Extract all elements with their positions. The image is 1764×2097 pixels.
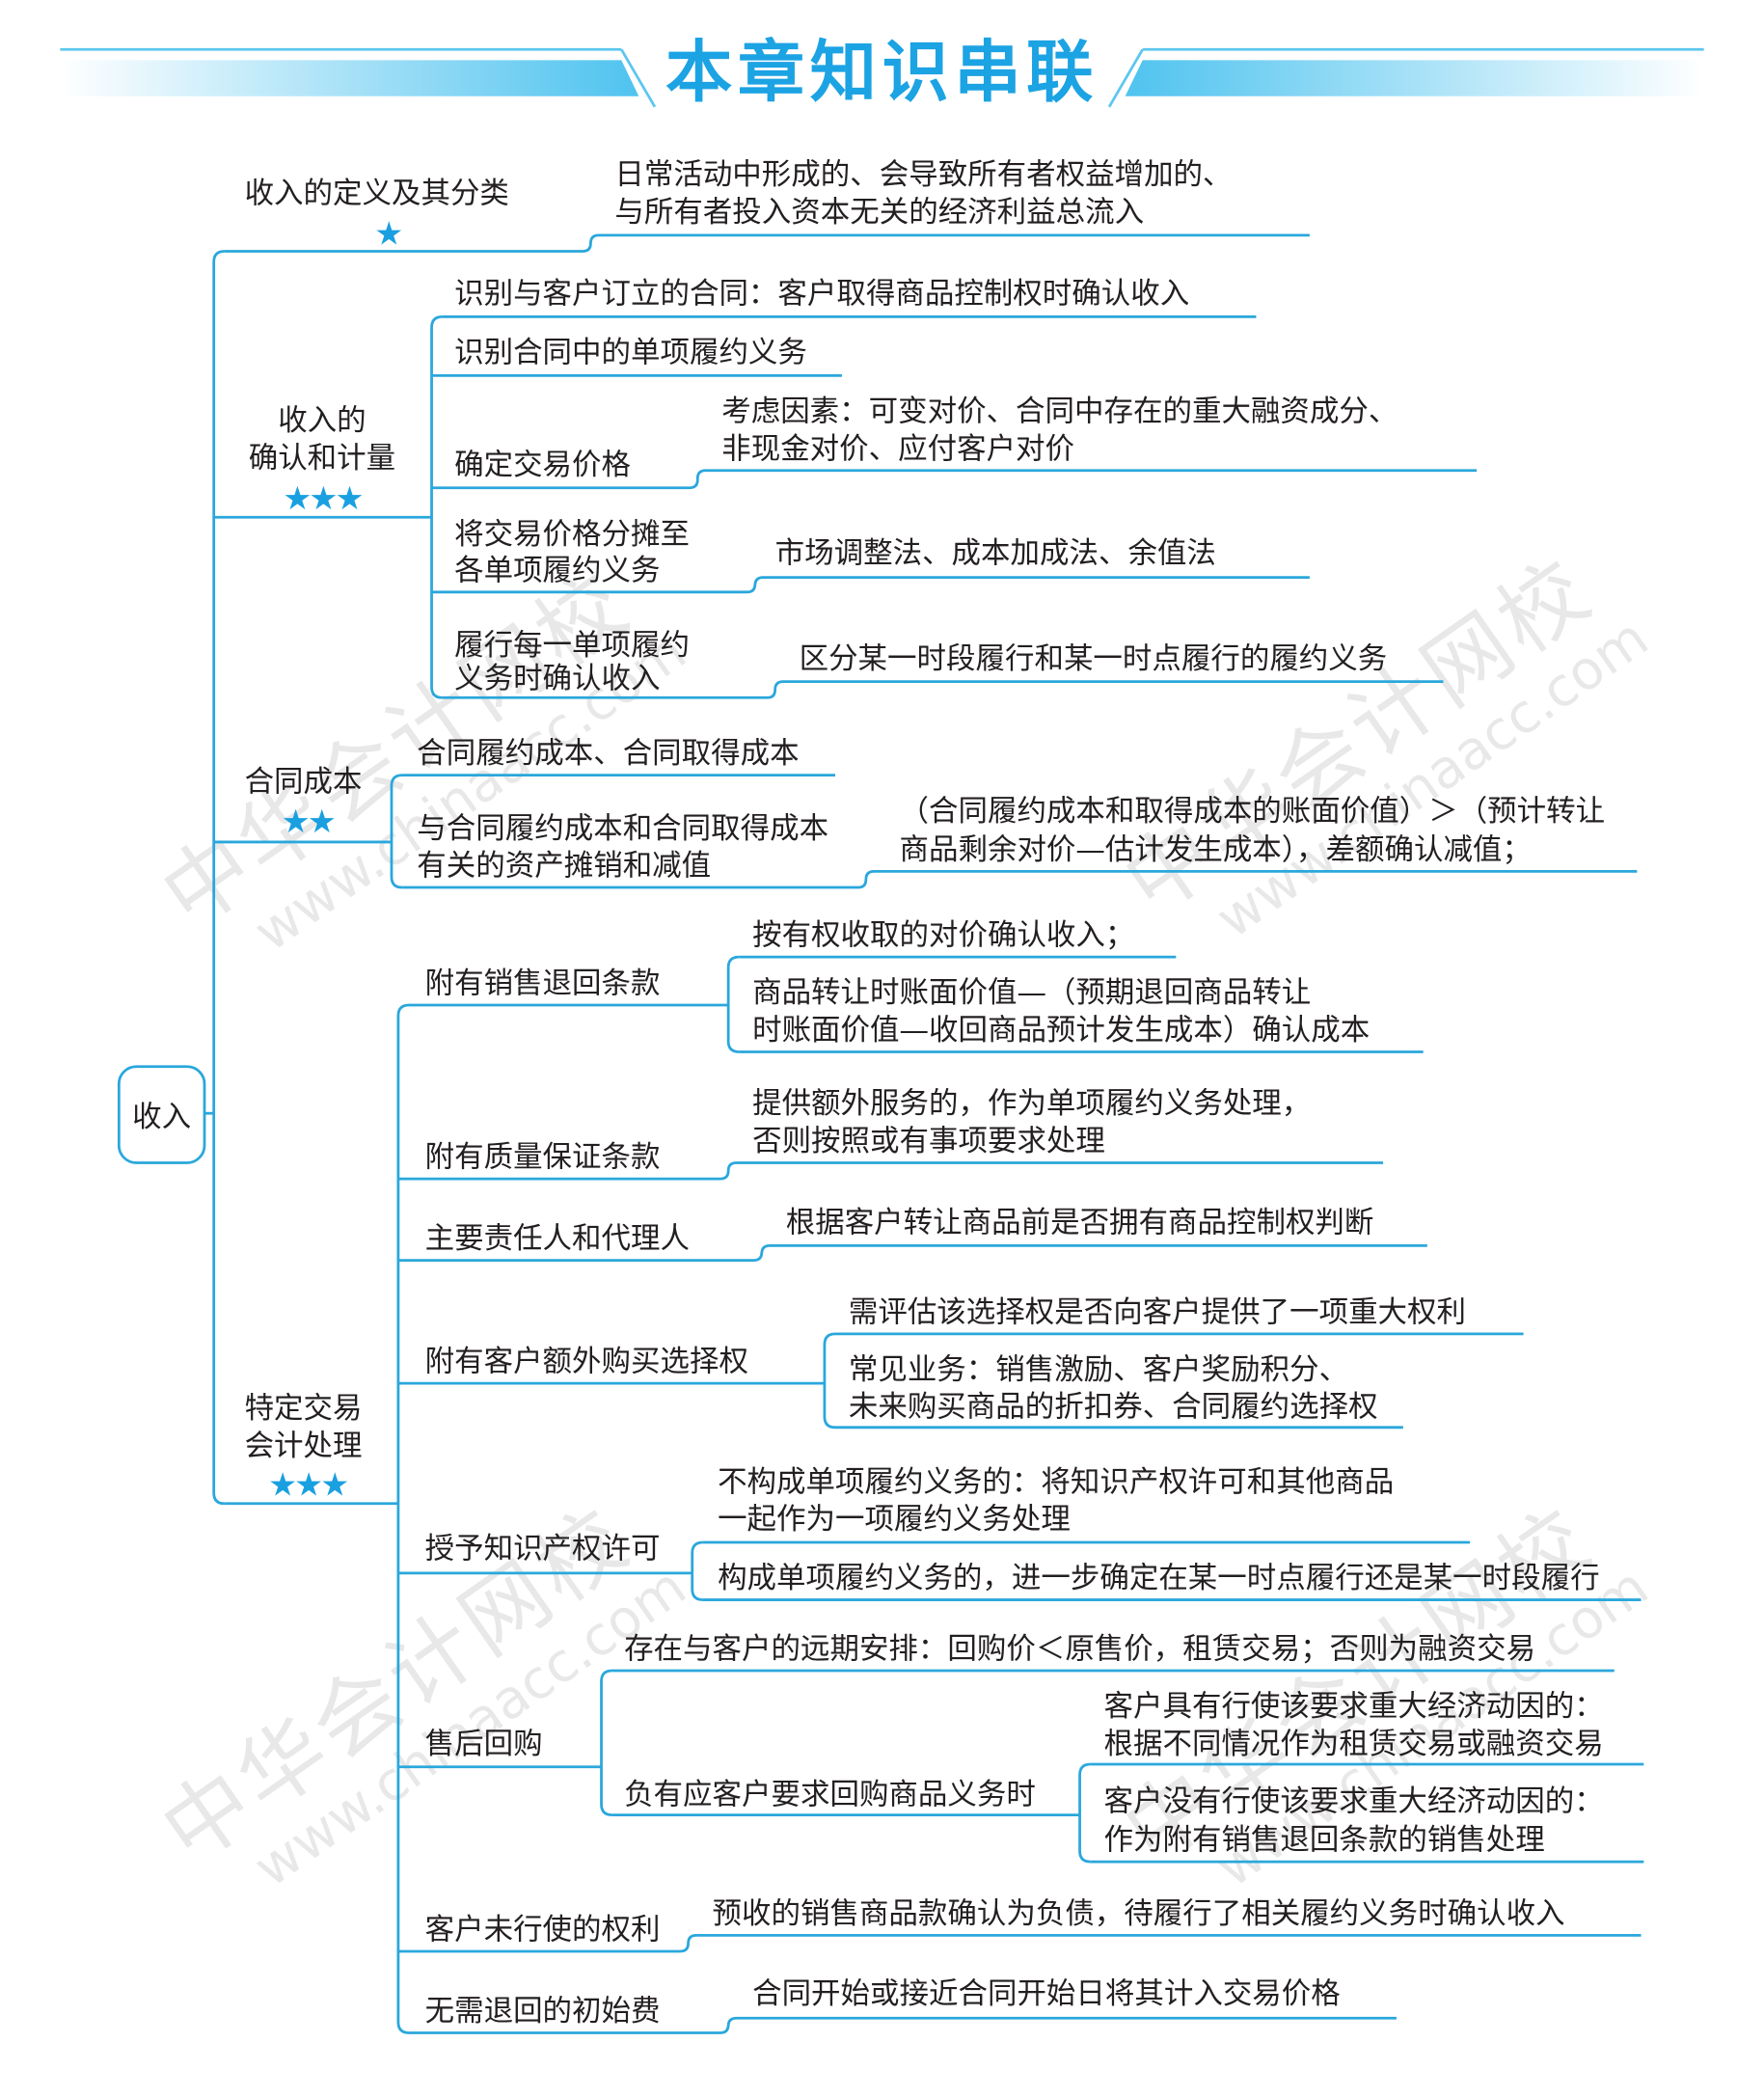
node-label: 授予知识产权许可 — [424, 1533, 661, 1566]
connector-line — [442, 680, 1444, 699]
leaf-text: 存在与客户的远期安排：回购价＜原售价，租赁交易；否则为融资交易 — [624, 1633, 1536, 1667]
leaf-text: 不构成单项履约义务的：将知识产权许可和其他商品 — [718, 1466, 1395, 1500]
node-label: 确定交易价格 — [454, 449, 632, 483]
connector-line — [397, 1243, 1427, 1263]
root-node: 收入 — [117, 1065, 206, 1164]
title-banner — [60, 47, 1704, 108]
leaf-text: 按有权收取的对价确认收入； — [752, 919, 1135, 953]
leaf-text: 考虑因素：可变对价、合同中存在的重大融资成分、 — [721, 395, 1398, 429]
leaf-text: 市场调整法、成本加成法、余值法 — [774, 537, 1216, 571]
connector-line — [726, 955, 740, 1053]
leaf-text: 常见业务：销售激励、客户奖励积分、 — [848, 1353, 1349, 1388]
connector-line — [600, 1669, 612, 1817]
connector-line — [408, 2016, 1397, 2034]
connector-line — [396, 1003, 410, 2034]
leaf-text: 客户没有行使该要求重大经济动因的： — [1103, 1785, 1604, 1819]
node-label: 履行每一单项履约 — [454, 629, 690, 664]
branch-label: 收入的定义及其分类 — [244, 177, 509, 211]
leaf-text: 与所有者投入资本无关的经济利益总流入 — [614, 196, 1145, 231]
node-label: 附有质量保证条款 — [424, 1141, 661, 1175]
connector-line — [431, 469, 1478, 490]
leaf-text: 识别与客户订立的合同：客户取得商品控制权时确认收入 — [454, 278, 1190, 312]
branch-label: 特定交易 — [244, 1392, 363, 1427]
connector-line — [691, 1540, 703, 1601]
leaf-text: 客户具有行使该要求重大经济动因的： — [1103, 1690, 1604, 1725]
leaf-text: 区分某一时段履行和某一时点履行的履约义务 — [799, 642, 1388, 677]
star-rating: ★★★ — [268, 1466, 349, 1504]
leaf-text: 根据客户转让商品前是否拥有商品控制权判断 — [785, 1207, 1374, 1240]
branch-label: 合同成本 — [244, 765, 363, 800]
leaf-text: 提供额外服务的，作为单项履约义务处理， — [752, 1087, 1312, 1122]
connector-line — [224, 233, 1310, 253]
leaf-text: 一起作为一项履约义务处理 — [718, 1503, 1071, 1538]
branch-label: 会计处理 — [244, 1430, 363, 1464]
leaf-text: 预收的销售商品款确认为负债，待履行了相关履约义务时确认收入 — [712, 1897, 1565, 1932]
node-label: 客户未行使的权利 — [424, 1914, 661, 1947]
leaf-text: 识别合同中的单项履约义务 — [454, 337, 807, 370]
leaf-text: 商品剩余对价—估计发生成本），差额确认减值； — [899, 833, 1532, 868]
connector-line — [430, 315, 443, 699]
leaf-text: 构成单项履约义务的，进一步确定在某一时点履行还是某一时段履行 — [718, 1562, 1600, 1596]
leaf-text: （合同履约成本和取得成本的账面价值）＞（预计转让 — [899, 795, 1606, 830]
node-label: 将交易价格分摊至 — [454, 518, 690, 553]
star-rating: ★★★ — [283, 479, 364, 518]
node-label: 义务时确认收入 — [454, 663, 661, 696]
connector-line — [397, 1161, 1384, 1181]
node-label: 无需退回的初始费 — [424, 1995, 661, 2029]
leaf-text: 否则按照或有事项要求处理 — [752, 1125, 1105, 1159]
leaf-text: 日常活动中形成的、会导致所有者权益增加的、 — [614, 158, 1233, 193]
node-label: 负有应客户要求回购商品义务时 — [624, 1779, 1036, 1812]
leaf-text: 合同开始或接近合同开始日将其计入交易价格 — [752, 1977, 1341, 2012]
leaf-text: 非现金对价、应付客户对价 — [721, 432, 1075, 467]
leaf-text: 作为附有销售退回条款的销售处理 — [1103, 1824, 1545, 1858]
connector-line — [397, 1933, 1642, 1953]
node-label: 有关的资产摊销和减值 — [417, 850, 712, 884]
branch-label: 确认和计量 — [248, 442, 396, 477]
node-label: 与合同履约成本和合同取得成本 — [417, 812, 829, 847]
connector-line — [390, 774, 403, 889]
branch-label: 收入的 — [278, 404, 366, 439]
leaf-text: 时账面价值—收回商品预计发生成本）确认成本 — [752, 1014, 1370, 1048]
connector-line — [1078, 1762, 1091, 1864]
connector-line — [823, 1332, 836, 1430]
node-label: 售后回购 — [424, 1728, 543, 1762]
page-title: 本章知识串联 — [665, 33, 1099, 112]
node-label: 附有客户额外购买选择权 — [424, 1346, 748, 1379]
node-label: 各单项履约义务 — [454, 555, 661, 588]
node-label: 主要责任人和代理人 — [424, 1222, 690, 1257]
leaf-text: 需评估该选择权是否向客户提供了一项重大权利 — [848, 1296, 1467, 1330]
node-label: 附有销售退回条款 — [424, 967, 661, 1001]
connector-line — [402, 870, 1638, 889]
connector-line — [212, 250, 225, 1506]
leaf-text: 根据不同情况作为租赁交易或融资交易 — [1103, 1728, 1604, 1762]
star-rating: ★★ — [281, 803, 337, 841]
connector-line — [431, 576, 1310, 594]
leaf-text: 未来购买商品的折扣券、合同履约选择权 — [848, 1391, 1378, 1426]
star-rating: ★ — [374, 215, 403, 253]
leaf-text: 商品转让时账面价值—（预期退回商品转让 — [752, 976, 1312, 1011]
leaf-text: 合同履约成本、合同取得成本 — [417, 737, 800, 772]
root-label: 收入 — [132, 1101, 192, 1135]
